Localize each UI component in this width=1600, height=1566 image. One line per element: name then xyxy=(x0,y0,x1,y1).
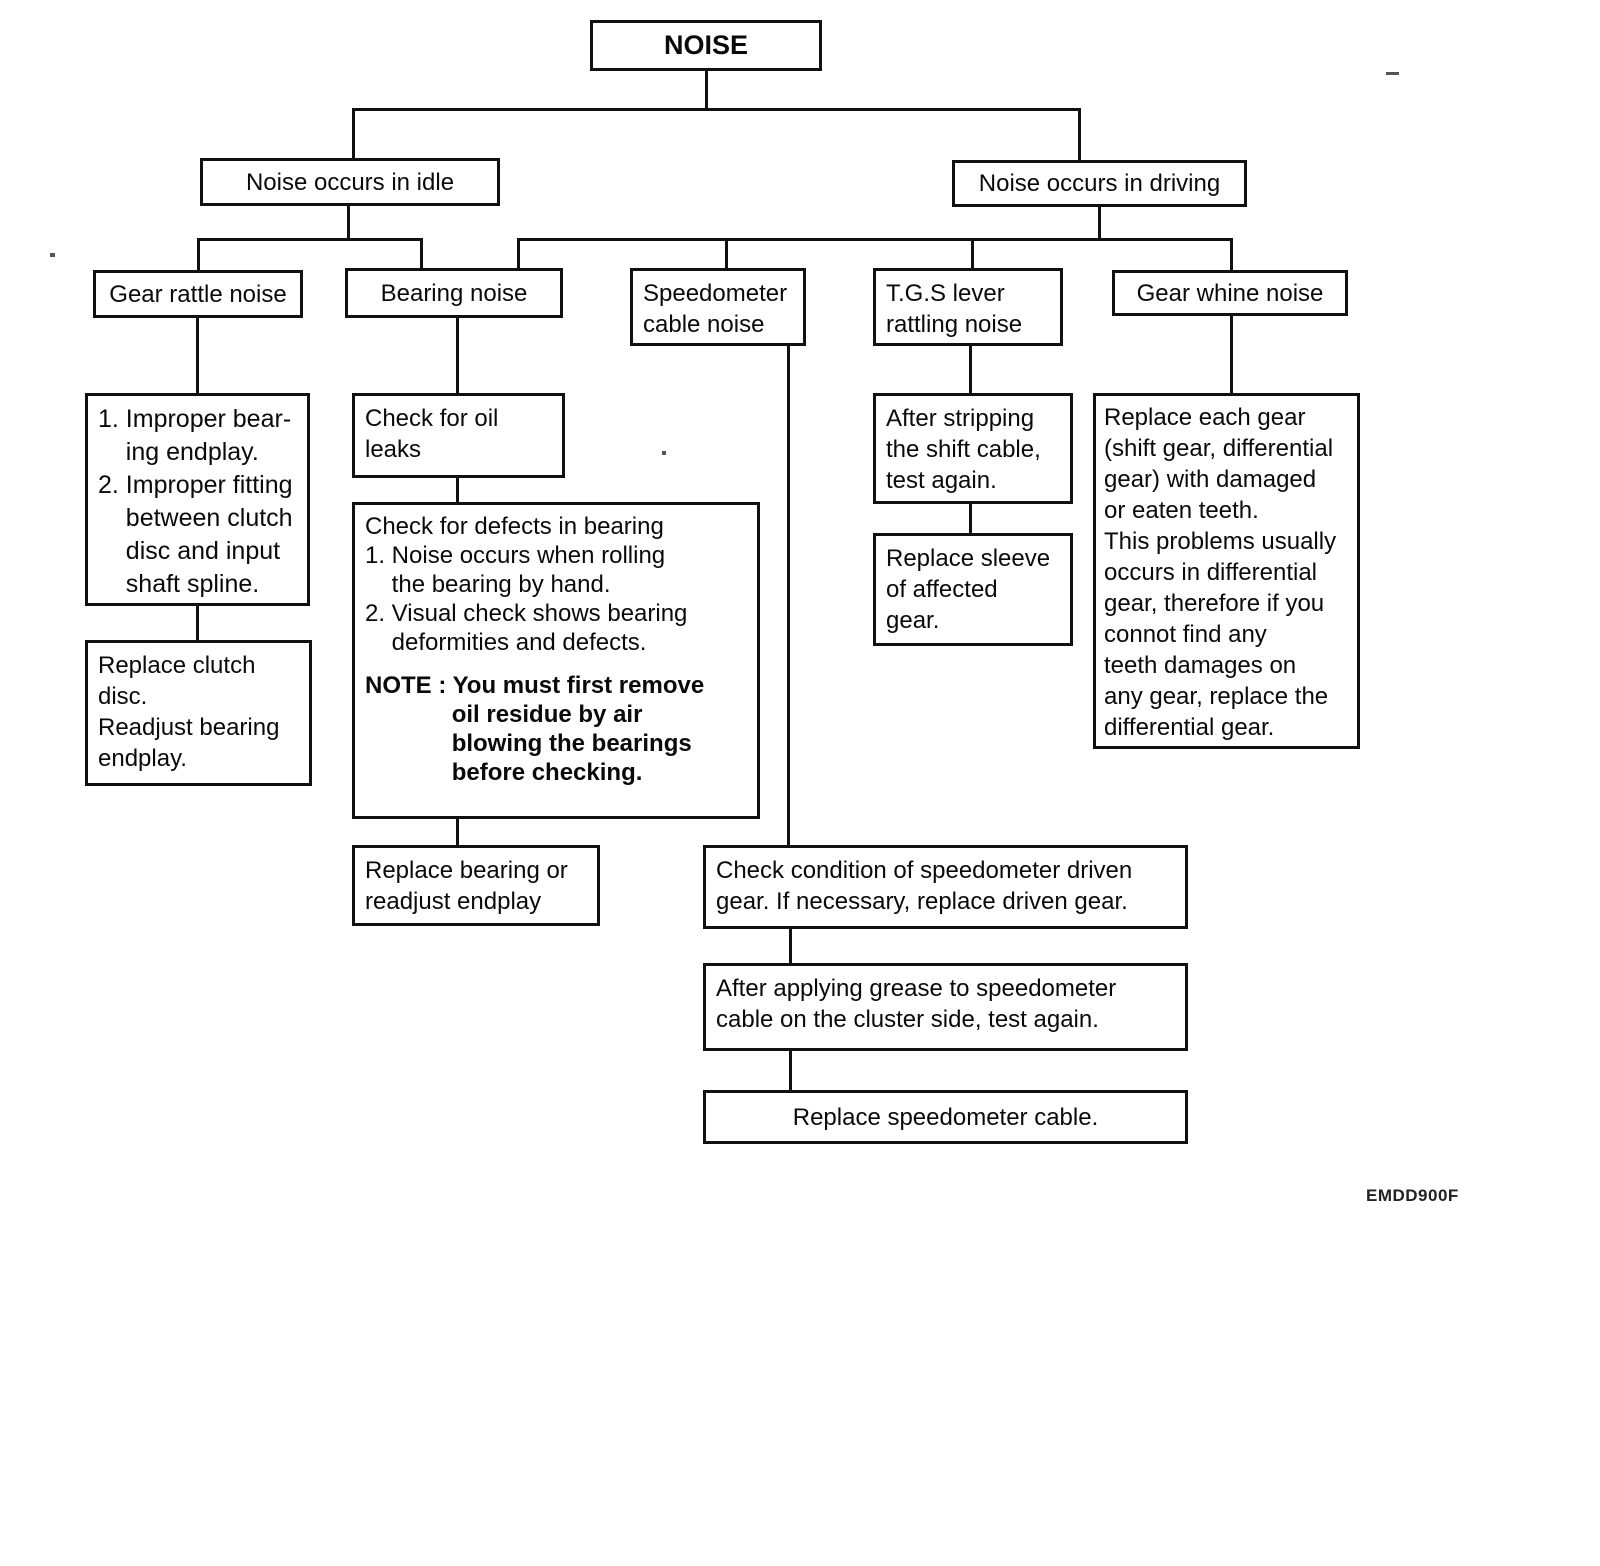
node-tgs-step: After stripping the shift cable, test ag… xyxy=(873,393,1073,504)
node-rattle-causes: 1. Improper bear- ing endplay. 2. Improp… xyxy=(85,393,310,606)
connector-line xyxy=(347,205,350,240)
bearing-defects-note: NOTE : You must first remove oil residue… xyxy=(365,672,705,786)
node-noise: NOISE xyxy=(590,20,822,71)
connector-line xyxy=(517,238,1233,241)
connector-line xyxy=(352,108,1081,111)
scan-speck xyxy=(1386,72,1399,75)
connector-line xyxy=(971,238,974,270)
connector-line xyxy=(456,818,459,846)
connector-line xyxy=(705,70,708,110)
connector-line xyxy=(789,1050,792,1091)
node-rattle-fix: Replace clutch disc. Readjust bearing en… xyxy=(85,640,312,786)
node-gear-rattle-noise: Gear rattle noise xyxy=(93,270,303,318)
connector-line xyxy=(420,238,423,270)
connector-line xyxy=(517,238,520,270)
connector-line xyxy=(1078,108,1081,161)
connector-line xyxy=(196,605,199,641)
connector-line xyxy=(1230,315,1233,394)
node-tgs-fix: Replace sleeve of affected gear. xyxy=(873,533,1073,646)
connector-line xyxy=(969,345,972,394)
connector-line xyxy=(969,503,972,534)
node-tgs-lever-rattling-noise: T.G.S lever rattling noise xyxy=(873,268,1063,346)
connector-line xyxy=(197,238,423,241)
figure-code: EMDD900F xyxy=(1366,1186,1459,1205)
node-speedo-step1: Check condition of speedometer driven ge… xyxy=(703,845,1188,929)
node-bearing-noise: Bearing noise xyxy=(345,268,563,318)
connector-line xyxy=(456,318,459,394)
connector-line xyxy=(787,345,790,846)
bearing-defects-text: Check for defects in bearing 1. Noise oc… xyxy=(365,513,688,656)
connector-line xyxy=(456,477,459,503)
scan-speck xyxy=(662,451,666,455)
connector-line xyxy=(1230,238,1233,272)
node-noise-idle: Noise occurs in idle xyxy=(200,158,500,206)
node-check-oil-leaks: Check for oil leaks xyxy=(352,393,565,478)
connector-line xyxy=(196,318,199,394)
connector-line xyxy=(1098,206,1101,240)
connector-line xyxy=(197,238,200,272)
node-speedo-fix: Replace speedometer cable. xyxy=(703,1090,1188,1144)
connector-line xyxy=(789,928,792,964)
node-gear-whine-fix: Replace each gear (shift gear, different… xyxy=(1093,393,1360,749)
node-speedo-step2: After applying grease to speedometer cab… xyxy=(703,963,1188,1051)
connector-line xyxy=(352,108,355,160)
scan-speck xyxy=(50,253,55,257)
node-check-bearing-defects: Check for defects in bearing 1. Noise oc… xyxy=(352,502,760,819)
connector-line xyxy=(725,238,728,270)
node-speedometer-cable-noise: Speedometer cable noise xyxy=(630,268,806,346)
node-gear-whine-noise: Gear whine noise xyxy=(1112,270,1348,316)
node-noise-driving: Noise occurs in driving xyxy=(952,160,1247,207)
node-bearing-fix: Replace bearing or readjust endplay xyxy=(352,845,600,926)
